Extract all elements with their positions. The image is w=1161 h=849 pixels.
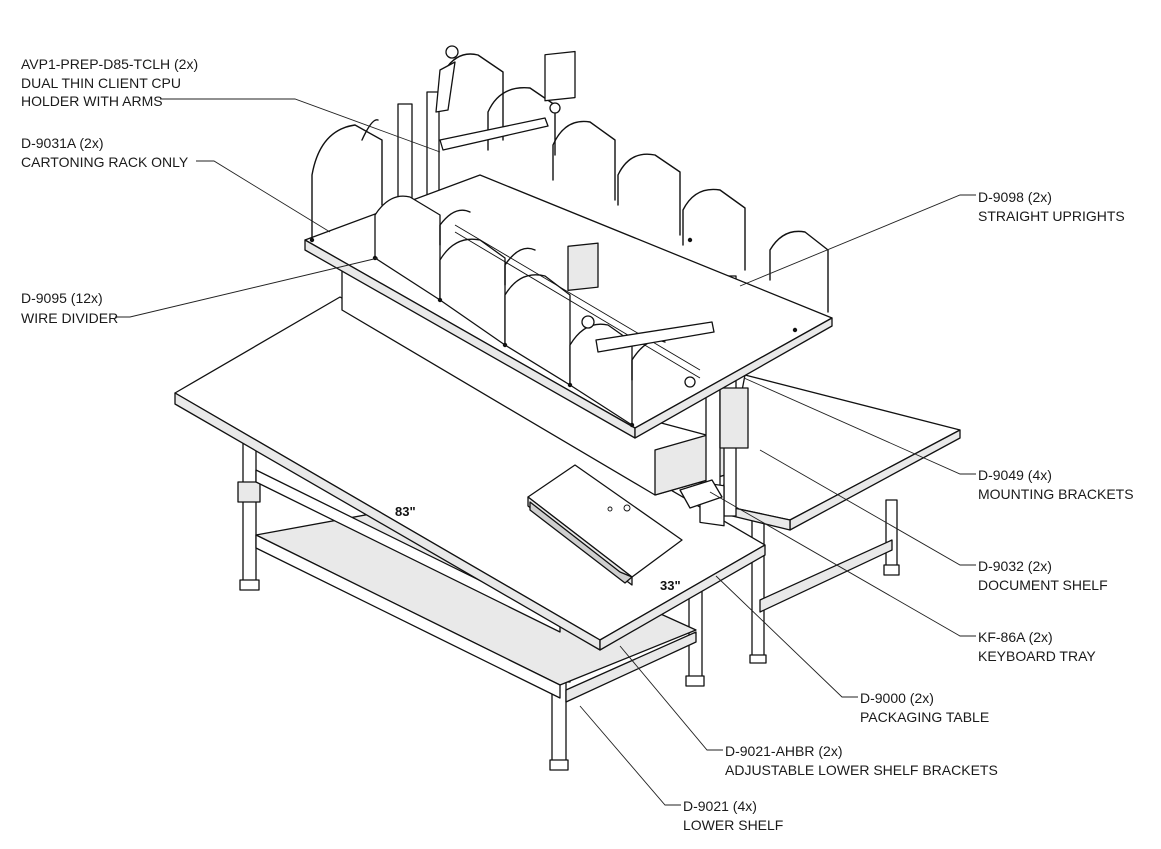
callout-d9021ahbr-part: D-9021-AHBR (2x) [725, 743, 842, 759]
callout-d9031a: D-9031A (2x) CARTONING RACK ONLY [21, 135, 331, 233]
callout-avp1-part: AVP1-PREP-D85-TCLH (2x) [21, 56, 198, 72]
callout-kf86a-part: KF-86A (2x) [978, 629, 1053, 645]
callout-d9021: D-9021 (4x) LOWER SHELF [579, 705, 783, 833]
callout-d9098: D-9098 (2x) STRAIGHT UPRIGHTS [739, 189, 1125, 287]
callout-d9049: D-9049 (4x) MOUNTING BRACKETS [743, 377, 1134, 502]
callout-d9032-desc: DOCUMENT SHELF [978, 577, 1108, 593]
callout-d9049-desc: MOUNTING BRACKETS [978, 486, 1134, 502]
callout-d9021-desc: LOWER SHELF [683, 817, 783, 833]
callout-kf86a-desc: KEYBOARD TRAY [978, 648, 1096, 664]
callout-d9098-desc: STRAIGHT UPRIGHTS [978, 208, 1125, 224]
callout-avp1-desc2: HOLDER WITH ARMS [21, 93, 163, 109]
callout-avp1-desc: DUAL THIN CLIENT CPU [21, 75, 181, 91]
callout-d9031a-part: D-9031A (2x) [21, 135, 103, 151]
callout-d9031a-desc: CARTONING RACK ONLY [21, 154, 189, 170]
cpu-holder-lower [567, 242, 725, 527]
callout-d9000-desc: PACKAGING TABLE [860, 709, 989, 725]
callout-d9095: D-9095 (12x) WIRE DIVIDER [21, 257, 379, 326]
callout-d9032-part: D-9032 (2x) [978, 558, 1052, 574]
callout-d9021ahbr-desc: ADJUSTABLE LOWER SHELF BRACKETS [725, 762, 998, 778]
callout-d9095-part: D-9095 (12x) [21, 290, 103, 306]
callout-d9021-part: D-9021 (4x) [683, 798, 757, 814]
callout-d9032: D-9032 (2x) DOCUMENT SHELF [759, 449, 1108, 593]
keyboard-tray [527, 464, 723, 586]
callout-d9000-part: D-9000 (2x) [860, 690, 934, 706]
callout-d9095-desc: WIRE DIVIDER [21, 310, 118, 326]
callout-d9000: D-9000 (2x) PACKAGING TABLE [715, 575, 989, 725]
callout-d9098-part: D-9098 (2x) [978, 189, 1052, 205]
cpu-holder-upper [435, 45, 576, 151]
dimension-length: 83" [395, 504, 416, 519]
dimension-width: 33" [660, 578, 681, 593]
cartoning-rack [304, 53, 833, 517]
callout-avp1: AVP1-PREP-D85-TCLH (2x) DUAL THIN CLIENT… [21, 56, 441, 153]
callout-d9049-part: D-9049 (4x) [978, 467, 1052, 483]
callout-d9021ahbr: D-9021-AHBR (2x) ADJUSTABLE LOWER SHELF … [619, 645, 998, 778]
callout-kf86a: KF-86A (2x) KEYBOARD TRAY [709, 491, 1096, 664]
